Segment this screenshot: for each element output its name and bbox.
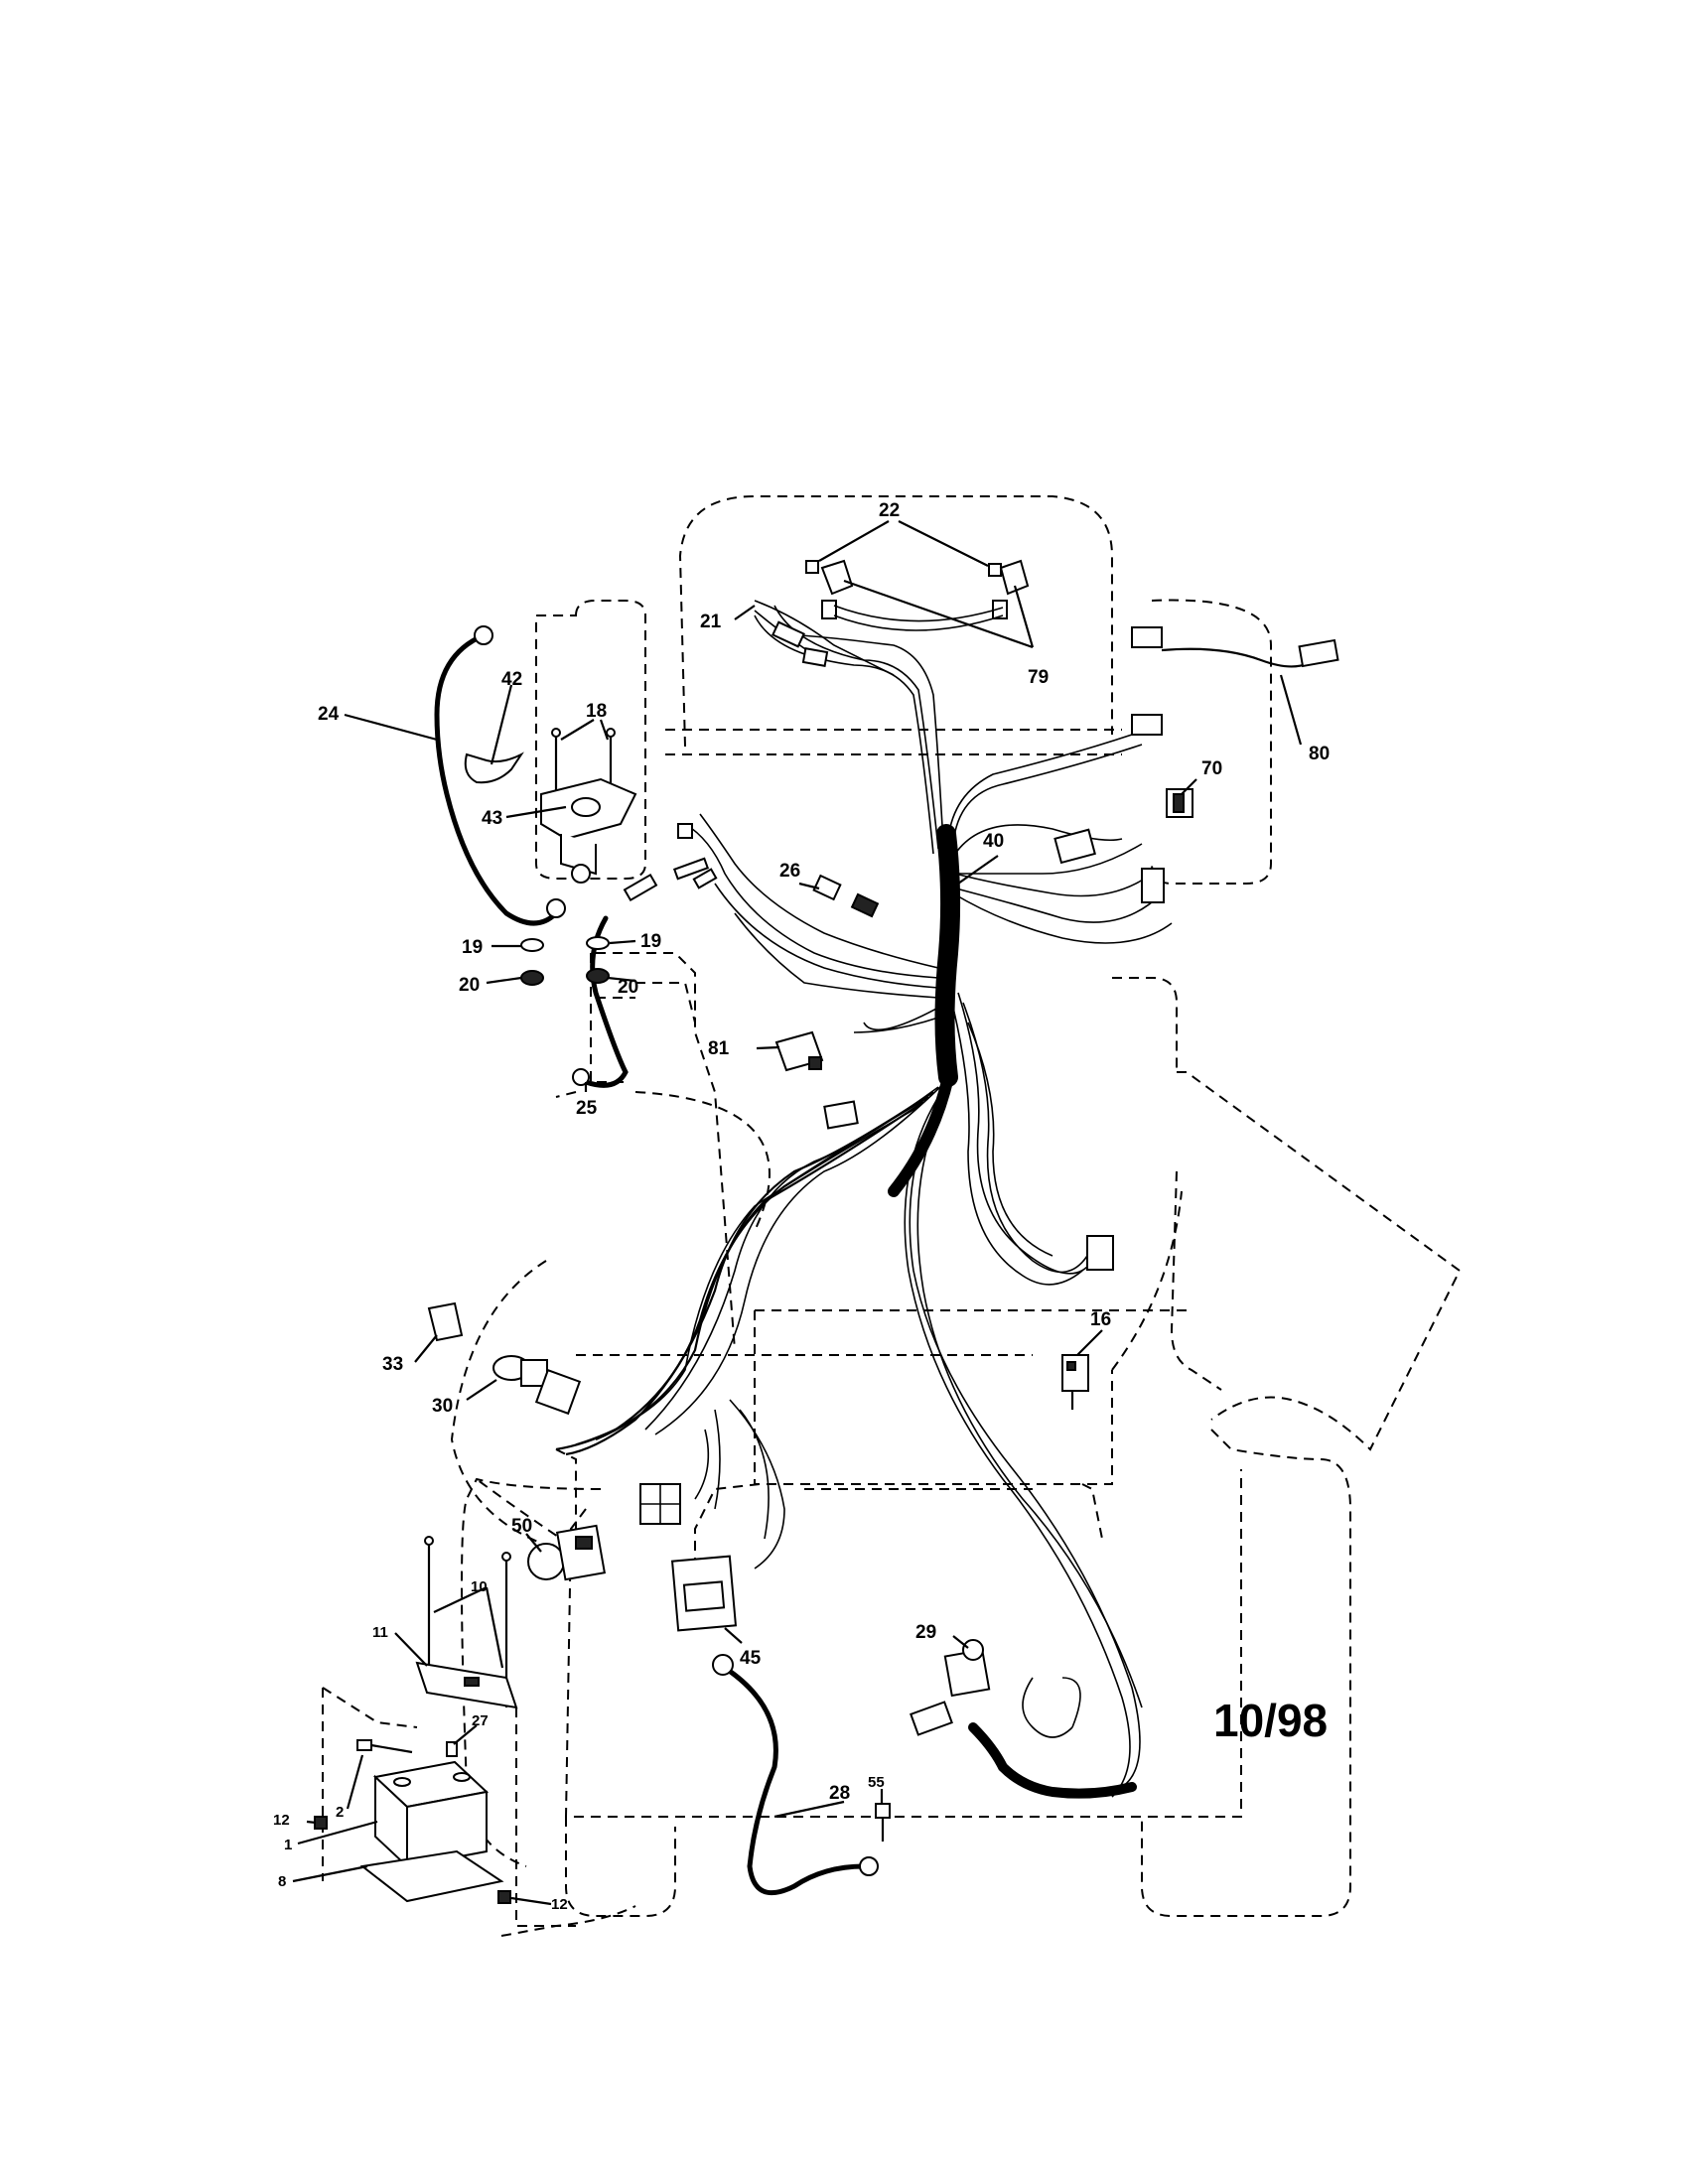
callout-21: 21 [700, 612, 722, 632]
callout-10: 10 [471, 1578, 488, 1595]
part-2-bolt [356, 1739, 372, 1751]
callout-28: 28 [829, 1783, 850, 1804]
callout-18: 18 [586, 701, 607, 722]
part-50-switch [527, 1543, 565, 1580]
callout-80: 80 [1309, 744, 1330, 764]
tractor-outline [322, 495, 1462, 1937]
callout-79: 79 [1028, 667, 1049, 688]
part-26-connector [812, 874, 842, 901]
main-harness [555, 605, 1173, 1799]
cable-28-ring-terminal [712, 1654, 734, 1676]
callout-22: 22 [879, 500, 900, 521]
callout-12-left: 12 [273, 1812, 290, 1829]
callout-33: 33 [382, 1354, 403, 1375]
callout-30: 30 [432, 1396, 453, 1417]
part-16-switch [1061, 1354, 1089, 1392]
callout-16: 16 [1090, 1309, 1111, 1330]
callout-70: 70 [1201, 758, 1222, 779]
callout-42: 42 [501, 669, 522, 690]
callout-24: 24 [318, 704, 340, 725]
callout-25: 25 [576, 1098, 598, 1119]
callout-26: 26 [779, 861, 800, 882]
callout-27: 27 [472, 1712, 489, 1729]
callout-40: 40 [983, 831, 1004, 852]
callout-81: 81 [708, 1038, 730, 1059]
callout-43: 43 [482, 808, 502, 829]
callout-1: 1 [284, 1837, 292, 1853]
callout-29: 29 [915, 1622, 936, 1643]
part-19-washer [520, 938, 544, 952]
date-code: 10/98 [1213, 1695, 1329, 1746]
parts [314, 559, 1193, 1904]
callout-20-right: 20 [618, 977, 638, 998]
callout-12-right: 12 [551, 1896, 568, 1913]
battery-cables [434, 625, 1339, 1896]
callout-20-left: 20 [459, 975, 480, 996]
callout-45: 45 [740, 1648, 762, 1669]
part-22-bolt [805, 560, 819, 574]
part-79-bracket [820, 559, 854, 596]
cable-25-ring-terminal [572, 1068, 590, 1086]
callout-50: 50 [511, 1516, 532, 1537]
callout-2: 2 [336, 1804, 344, 1821]
part-33-key [427, 1301, 464, 1342]
part-42-strap [464, 751, 524, 784]
callout-8: 8 [278, 1873, 286, 1890]
callout-19-right: 19 [640, 931, 661, 952]
callout-11: 11 [372, 1624, 388, 1641]
right-harness-connector [1086, 1235, 1114, 1271]
part-27-nut [446, 1741, 458, 1757]
connector-80 [1298, 638, 1339, 668]
part-21-connector [772, 620, 805, 648]
callout-55: 55 [868, 1774, 885, 1791]
callout-19-left: 19 [462, 937, 483, 958]
part-8-tray [359, 1849, 504, 1903]
part-20-nut [520, 970, 544, 986]
cable-24-ring-terminal [474, 625, 493, 645]
part-55-bolt [875, 1803, 891, 1819]
leader-lines [292, 520, 1303, 1906]
part-12-nut [314, 1816, 328, 1830]
callout-labels: 24 42 18 43 19 19 20 20 25 21 22 79 80 7… [273, 500, 1330, 1913]
